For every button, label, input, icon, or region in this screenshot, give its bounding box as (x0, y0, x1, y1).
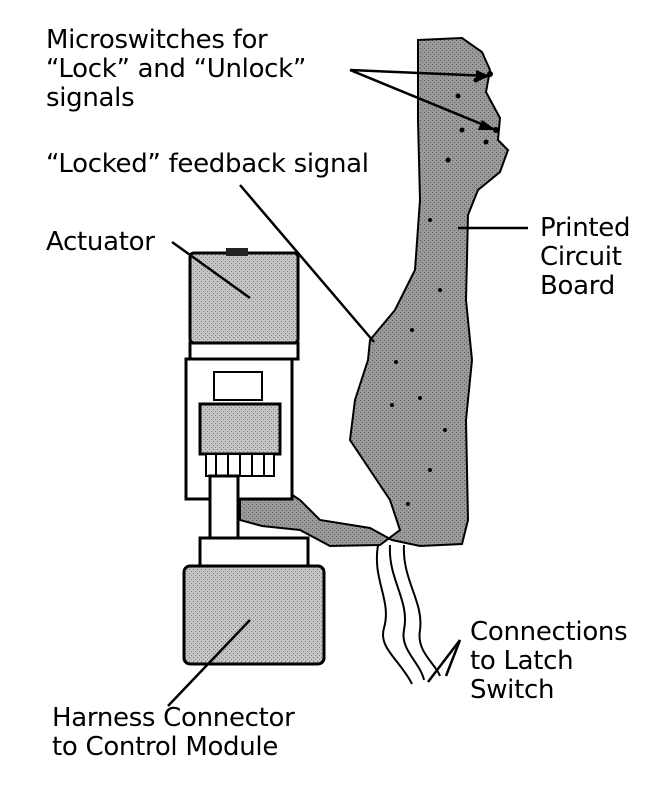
label-connections-line-2: to Latch (470, 646, 574, 676)
label-locked-feedback-text: “Locked” feedback signal (46, 149, 369, 179)
label-connections-line-3: Switch (470, 675, 555, 705)
label-microswitches-line-2: “Lock” and “Unlock” (46, 54, 307, 84)
leader-actuator (171, 240, 251, 300)
label-harness-line-1: Harness Connector (52, 703, 295, 733)
gear-teeth-lines (215, 454, 265, 476)
leader-connections-a (427, 639, 461, 683)
actuator-band (188, 341, 300, 361)
leader-microswitch-upper (349, 68, 491, 78)
shaft (208, 474, 240, 542)
label-pcb-line-1: Printed (540, 213, 631, 243)
label-microswitches-line-1: Microswitches for (46, 25, 268, 55)
leader-lines (167, 68, 528, 707)
actuator-cap (226, 248, 248, 256)
label-pcb: Printed Circuit Board (540, 213, 631, 301)
printed-circuit-board (239, 36, 510, 548)
leader-harness (167, 619, 251, 707)
label-pcb-line-2: Circuit (540, 242, 622, 272)
label-actuator: Actuator (46, 228, 155, 257)
label-connections-line-1: Connections (470, 617, 628, 647)
leader-arrowheads (476, 70, 496, 130)
harness-connector-body (182, 564, 326, 666)
label-pcb-line-3: Board (540, 271, 615, 301)
leader-connections-b (444, 639, 462, 677)
label-actuator-text: Actuator (46, 227, 155, 257)
label-locked-feedback: “Locked” feedback signal (46, 150, 369, 179)
label-microswitches: Microswitches for “Lock” and “Unlock” si… (46, 26, 306, 113)
label-harness: Harness Connector to Control Module (52, 704, 295, 762)
leader-microswitch-lower (349, 68, 497, 132)
leader-locked-feedback (239, 184, 375, 343)
gear-block (198, 402, 282, 456)
label-harness-line-2: to Control Module (52, 732, 279, 762)
linkage (213, 371, 263, 401)
pcb-solder-points (390, 71, 499, 506)
label-microswitches-line-3: signals (46, 83, 135, 113)
label-connections: Connections to Latch Switch (470, 617, 628, 705)
latch-switch-wires (375, 544, 441, 685)
